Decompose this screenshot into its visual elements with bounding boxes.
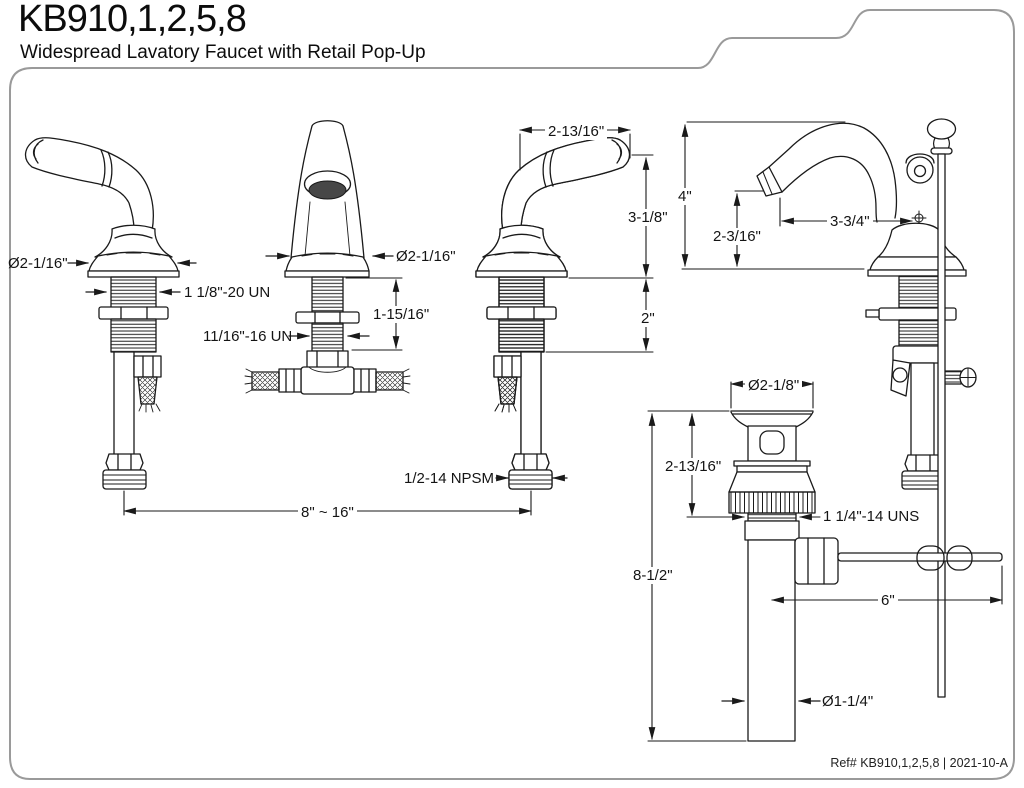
dim-handle-reach: 2-13/16" [545,123,608,140]
dim-spout-shank-length: 1-15/16" [370,306,433,323]
dim-handle-height: 3-1/8" [625,209,671,226]
dim-drain-overall-height: 8-1/2" [630,567,676,584]
figure-popup-drain [647,380,1004,742]
dim-drain-thread: 1 1/4"-14 UNS [823,508,920,525]
model-title: KB910,1,2,5,8 [18,0,247,40]
dim-left-shank-thread: 1 1/8"-20 UN [184,284,271,301]
sheet-border [9,9,1015,780]
figure-spout-side [681,118,977,698]
figure-spout-front [244,120,411,395]
dim-left-escutcheon-diameter: Ø2-1/16" [8,255,68,272]
dim-supply-thread: 1/2-14 NPSM [404,470,495,487]
reference-number: Ref# KB910,1,2,5,8 | 2021-10-A [830,756,1008,770]
title-block: KB910,1,2,5,8 Widespread Lavatory Faucet… [18,0,426,63]
dim-spout-escutcheon-diameter: Ø2-1/16" [396,248,456,265]
dim-drain-flange-diameter: Ø2-1/8" [745,377,803,394]
dim-outlet-height: 2-3/16" [710,228,764,245]
dim-handle-shank-length: 2" [638,310,658,327]
figure-right-handle-front [475,126,654,490]
dim-ball-rod-length: 6" [878,592,898,609]
dim-spout-reach: 3-3/4" [827,213,873,230]
dim-spread: 8" ~ 16" [298,504,357,521]
figure-left-handle-front [24,137,197,490]
dim-overall-height: 4" [675,188,695,205]
model-subtitle: Widespread Lavatory Faucet with Retail P… [20,41,426,63]
dim-tailpiece-diameter: Ø1-1/4" [822,693,874,710]
dim-drain-top-height: 2-13/16" [662,458,725,475]
dim-spout-outlet-thread: 11/16"-16 UN [203,328,293,345]
